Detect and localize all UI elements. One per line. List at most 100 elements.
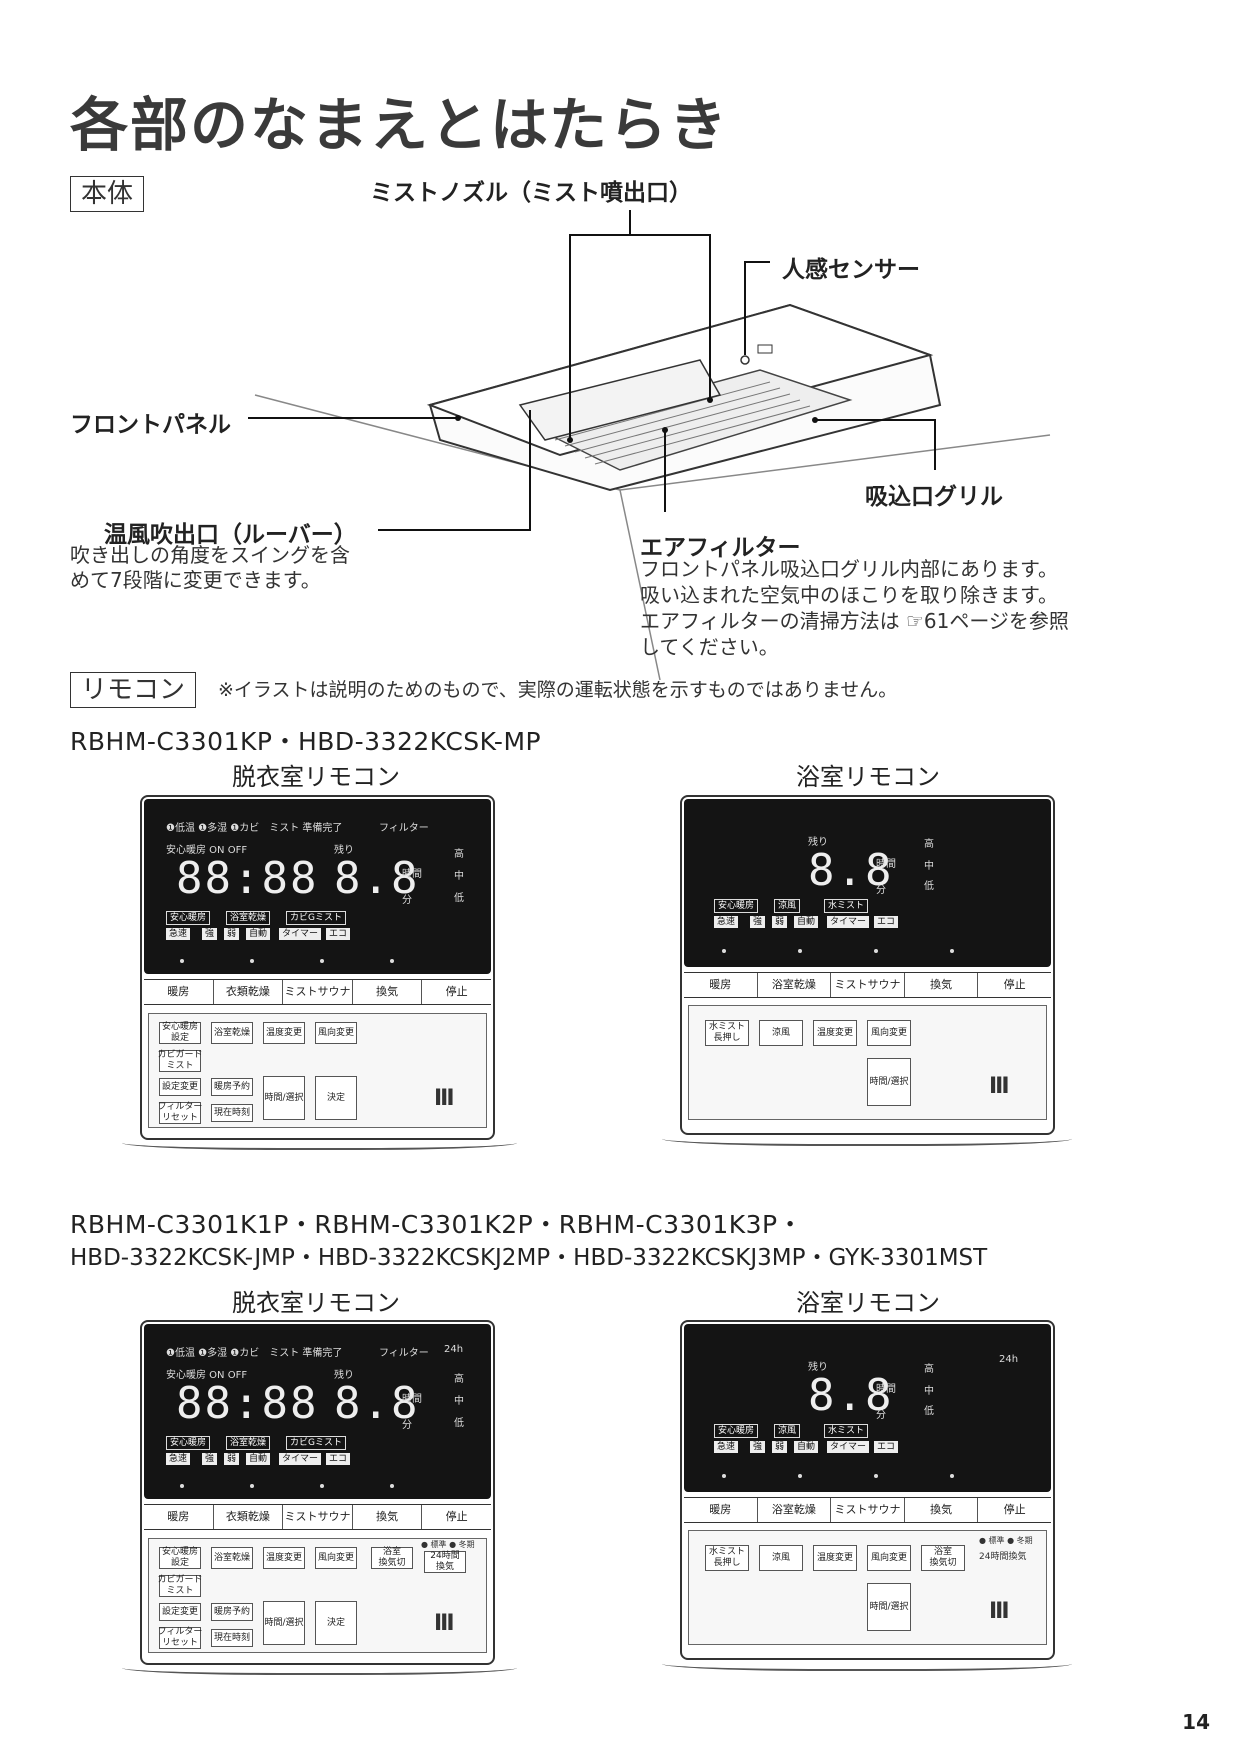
filter-desc-1: フロントパネル吸込口グリル内部にあります。 [640,557,1058,581]
remote-section-label: リモコン [70,672,197,708]
time-select-button[interactable]: 時間/選択 [263,1601,305,1645]
lcd-mid: 中 [924,861,934,872]
heat-reserve-button[interactable]: 暖房予約 [211,1078,253,1096]
wind-change-button[interactable]: 風向変更 [315,1547,357,1569]
label-front-panel: フロントパネル [70,412,231,438]
mode-tabs: 暖房 衣類乾燥 ミストサウナ 換気 停止 [144,979,491,1005]
wind-change-button[interactable]: 風向変更 [867,1545,911,1571]
tab-stop[interactable]: 停止 [445,985,468,998]
tab-mist-sauna[interactable]: ミストサウナ [831,973,905,997]
current-time-button[interactable]: 現在時刻 [211,1104,253,1122]
lcd-display: 24h 残り 8.8 時間 分 高 中 低 安心暖房 涼風 水ミスト 急速 強 … [684,1324,1051,1492]
group2-models-line2: HBD-3322KCSK-JMP・HBD-3322KCSKJ2MP・HBD-33… [70,1245,988,1271]
bath-vent-off-button[interactable]: 浴室 換気切 [371,1547,413,1569]
lcd-min: 分 [402,1420,412,1431]
tab-stop[interactable]: 停止 [1003,1503,1026,1516]
lcd-min: 分 [402,895,412,906]
lcd-tag: 強 [202,1453,218,1465]
bath-dry-button[interactable]: 浴室乾燥 [211,1022,253,1044]
key-panel: 安心暖房 設定 浴室乾燥 温度変更 風向変更 カビガード ミスト 設定変更 暖房… [148,1013,487,1128]
tab-clothes-dry[interactable]: 衣類乾燥 [214,980,284,1004]
lcd-display: ❶低温 ❶多湿 ❶カビ ミスト 準備完了 フィルター 安心暖房 ON OFF 残… [144,799,491,974]
tab-stop[interactable]: 停止 [1003,978,1026,991]
anshin-set-button[interactable]: 安心暖房 設定 [159,1547,201,1569]
lcd-tag: 強 [750,916,766,928]
vent24-button[interactable]: 24時間換気 [979,1552,1027,1562]
tab-clothes-dry[interactable]: 衣類乾燥 [214,1505,284,1529]
lcd-tag: 自動 [794,1441,819,1453]
bath-vent-off-button[interactable]: 浴室 換気切 [921,1545,965,1571]
mode-tabs: 暖房 衣類乾燥 ミストサウナ 換気 停止 [144,1504,491,1530]
lcd-clock-digits: 88:88 [176,853,319,904]
lcd-anshin: 安心暖房 ON OFF [166,1370,248,1381]
filter-reset-button[interactable]: フィルター リセット [157,1102,203,1124]
remote-note: ※イラストは説明のためのもので、実際の運転状態を示すものではありません。 [218,679,898,701]
lcd-24h: 24h [444,1344,464,1355]
bathroom-remote-2: 24h 残り 8.8 時間 分 高 中 低 安心暖房 涼風 水ミスト 急速 強 … [680,1320,1055,1665]
tab-bath-dry[interactable]: 浴室乾燥 [758,1498,832,1522]
std-winter-indicator: ● 標準 ● 冬期 [979,1536,1033,1545]
decide-button[interactable]: 決定 [315,1076,357,1120]
wind-change-button[interactable]: 風向変更 [315,1022,357,1044]
tab-mist-sauna[interactable]: ミストサウナ [283,980,353,1004]
kabi-mist-button[interactable]: カビガード ミスト [157,1575,203,1597]
temp-change-button[interactable]: 温度変更 [263,1547,305,1569]
decide-button[interactable]: 決定 [315,1601,357,1645]
time-select-button[interactable]: 時間/選択 [263,1076,305,1120]
lcd-tag: 自動 [246,928,271,940]
key-panel: 水ミスト 長押し 涼風 温度変更 風向変更 時間/選択 III [688,1005,1047,1120]
lcd-status: ❶低温 ❶多湿 ❶カビ ミスト 準備完了 [166,823,343,834]
water-mist-button[interactable]: 水ミスト 長押し [705,1020,749,1046]
main-unit-illustration [248,210,1051,681]
tab-stop[interactable]: 停止 [445,1510,468,1523]
lcd-tag: 強 [202,928,218,940]
cool-wind-button[interactable]: 涼風 [759,1545,803,1571]
tab-heating[interactable]: 暖房 [684,1498,758,1522]
filter-reset-button[interactable]: フィルター リセット [157,1627,203,1649]
bath-dry-button[interactable]: 浴室乾燥 [211,1547,253,1569]
tab-ventilation[interactable]: 換気 [905,973,979,997]
lcd-hour: 時間 [402,869,422,880]
tab-ventilation[interactable]: 換気 [905,1498,979,1522]
temp-change-button[interactable]: 温度変更 [813,1020,857,1046]
key-panel: 水ミスト 長押し 涼風 温度変更 風向変更 浴室 換気切 ● 標準 ● 冬期 2… [688,1530,1047,1645]
tab-heating[interactable]: 暖房 [144,1505,214,1529]
lcd-time-digits: 8.8 [334,853,420,904]
lcd-tag: 浴室乾燥 [226,911,271,925]
cool-wind-button[interactable]: 涼風 [759,1020,803,1046]
setting-change-button[interactable]: 設定変更 [159,1078,201,1096]
setting-change-button[interactable]: 設定変更 [159,1603,201,1621]
time-select-button[interactable]: 時間/選択 [867,1058,911,1106]
anshin-set-button[interactable]: 安心暖房 設定 [159,1022,201,1044]
grip-bars: III [434,1086,455,1111]
lcd-hour: 時間 [876,859,896,870]
tab-mist-sauna[interactable]: ミストサウナ [283,1505,353,1529]
tab-ventilation[interactable]: 換気 [353,1505,423,1529]
tab-heating[interactable]: 暖房 [144,980,214,1004]
lcd-tag: 自動 [794,916,819,928]
current-time-button[interactable]: 現在時刻 [211,1629,253,1647]
lcd-tag: エコ [874,916,899,928]
lcd-tag: エコ [874,1441,899,1453]
lcd-tag: 弱 [772,1441,788,1453]
time-select-button[interactable]: 時間/選択 [867,1583,911,1631]
tab-mist-sauna[interactable]: ミストサウナ [831,1498,905,1522]
tab-ventilation[interactable]: 換気 [353,980,423,1004]
temp-change-button[interactable]: 温度変更 [813,1545,857,1571]
changing-room-remote-2: ❶低温 ❶多湿 ❶カビ ミスト 準備完了 フィルター 24h 安心暖房 ON O… [140,1320,495,1670]
lcd-tag: 強 [750,1441,766,1453]
vent24-button[interactable]: 24時間 換気 [424,1551,466,1573]
lcd-remaining: 残り [334,1370,354,1381]
heat-reserve-button[interactable]: 暖房予約 [211,1603,253,1621]
kabi-mist-button[interactable]: カビガード ミスト [157,1050,203,1072]
lcd-tag: 弱 [224,1453,240,1465]
lcd-anshin: 安心暖房 ON OFF [166,845,248,856]
lcd-filter: フィルター [379,823,429,834]
lcd-remaining: 残り [808,837,828,848]
tab-heating[interactable]: 暖房 [684,973,758,997]
wind-change-button[interactable]: 風向変更 [867,1020,911,1046]
lcd-tag: エコ [326,1453,351,1465]
tab-bath-dry[interactable]: 浴室乾燥 [758,973,832,997]
water-mist-button[interactable]: 水ミスト 長押し [705,1545,749,1571]
temp-change-button[interactable]: 温度変更 [263,1022,305,1044]
